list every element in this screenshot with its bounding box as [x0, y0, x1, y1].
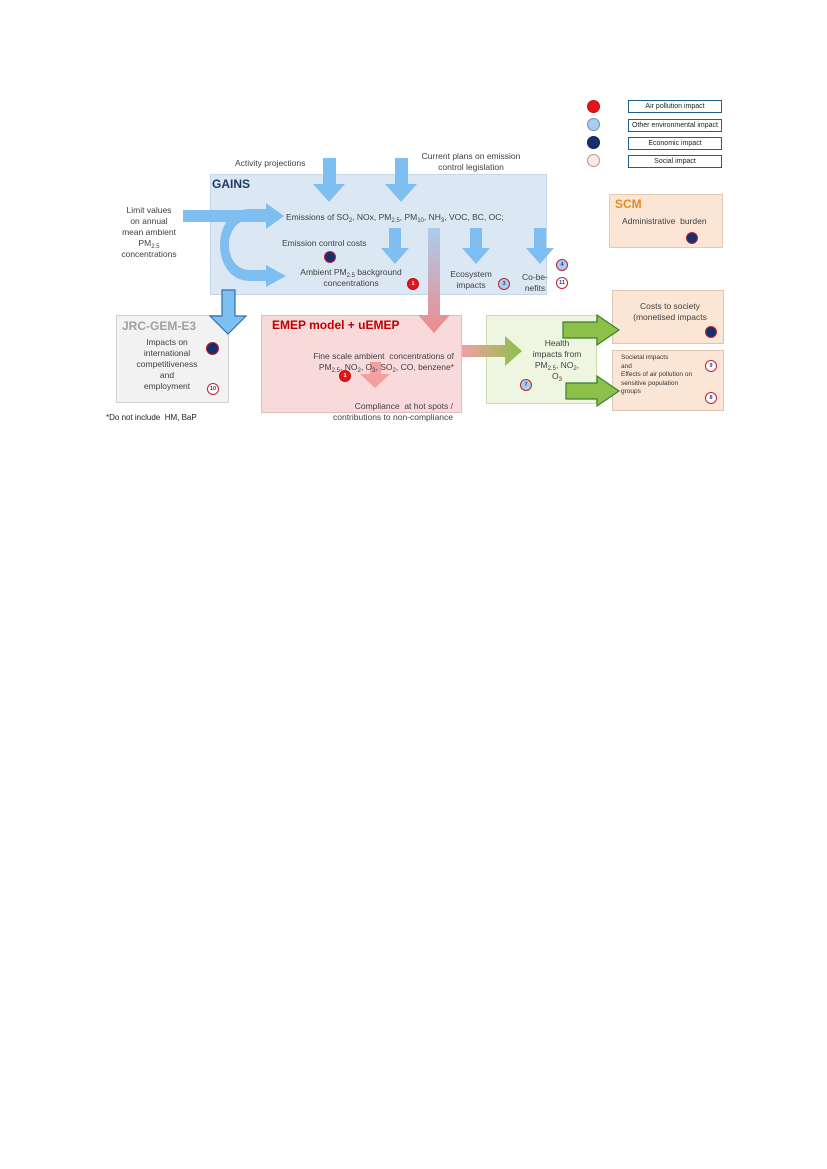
arrow-to-jrc: [208, 289, 248, 335]
arrow-to-costs: [562, 313, 621, 347]
legend-dot-social: [587, 154, 600, 167]
legend-dot-env: [587, 118, 600, 131]
legend-air-pollution: Air pollution impact: [628, 100, 722, 113]
emep-compliance: Compliance at hot spots /contributions t…: [332, 401, 453, 422]
scm-title: SCM: [615, 197, 642, 211]
arrow-emep-to-health: [462, 336, 522, 366]
emission-control-costs: Emission control costs: [282, 238, 367, 248]
co-benefits: Co-be-nefits: [522, 272, 548, 293]
legend-dot-air: [587, 100, 600, 113]
badge-emep: 1: [339, 370, 351, 382]
badge-scm: [686, 232, 698, 244]
emep-title: EMEP model + uEMEP: [272, 318, 400, 332]
badge-societal-top: 9: [705, 360, 717, 372]
arrow-activity: [313, 158, 345, 202]
gains-title: GAINS: [212, 177, 251, 191]
legend-economic: Economic impact: [628, 137, 722, 150]
arrow-plans: [385, 158, 417, 202]
badge-cobenefits-bottom: 11: [556, 277, 568, 289]
health-impacts: Health impacts from PM2.5, NO2, O3: [532, 338, 582, 383]
footnote: *Do not include HM, BaP: [106, 413, 197, 422]
activity-projections-label: Activity projections: [235, 158, 306, 168]
arrow-to-cobenefits: [526, 228, 554, 264]
badge-societal-bottom: 8: [705, 392, 717, 404]
scm-box: [609, 194, 723, 248]
badge-health: 7: [520, 379, 532, 391]
badge-jrc-social: 10: [207, 383, 219, 395]
badge-ambient: 1: [407, 278, 419, 290]
badge-ecosystem: 3: [498, 278, 510, 290]
legend-dot-economic: [587, 136, 600, 149]
jrc-title: JRC-GEM-E3: [122, 319, 197, 333]
emissions-list: Emissions of SO2, NOx, PM2.5, PM10, NH3,…: [286, 212, 504, 224]
emep-box: [261, 315, 462, 413]
badge-jrc-economic: [206, 342, 219, 355]
arrow-to-ambient: [381, 228, 409, 264]
limit-values-label: Limit values on annual mean ambient PM2.…: [121, 205, 177, 259]
legend-social: Social impact: [628, 155, 722, 168]
jrc-impacts: Impacts on international competitiveness…: [136, 337, 198, 391]
badge-control-costs: [324, 251, 336, 263]
arrow-to-ecosystem: [462, 228, 490, 264]
badge-cobenefits-top: 4: [556, 259, 568, 271]
badge-costs: [705, 326, 717, 338]
arrow-compliance: [360, 362, 390, 388]
societal-impacts: Societal impacts and Effects of air poll…: [621, 354, 693, 395]
arrow-loop: [220, 209, 286, 287]
arrow-to-societal: [565, 374, 621, 408]
arrow-to-emep: [418, 228, 450, 333]
legend-other-env: Other environmental impact: [628, 119, 722, 132]
scm-administrative-burden: Administrative burden: [622, 216, 707, 226]
costs-to-society: Costs to society(monetised impacts: [633, 301, 707, 322]
